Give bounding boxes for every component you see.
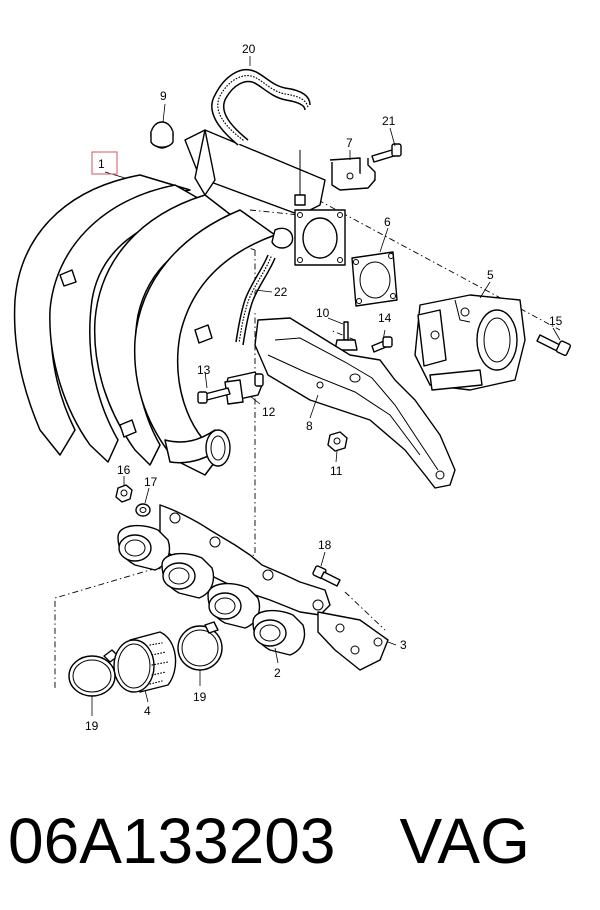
- callout-1: 1: [98, 157, 105, 171]
- callout-22: 22: [274, 285, 288, 299]
- exploded-parts-diagram: 1 9 20 7 21 6 5 15 14 10 22 13 12 8 11 1…: [13, 42, 572, 733]
- bolt-upper: [371, 143, 402, 163]
- small-pipe: [235, 254, 276, 346]
- callout-3: 3: [400, 638, 407, 652]
- leader-lines: [91, 56, 561, 716]
- bolt-18: [312, 565, 341, 587]
- callout-16: 16: [117, 463, 131, 477]
- callout-12: 12: [262, 405, 276, 419]
- callout-15: 15: [549, 314, 563, 328]
- part-number: 06A133203: [8, 805, 336, 877]
- callout-8: 8: [306, 419, 313, 433]
- callout-19-right: 19: [193, 690, 207, 704]
- bolt-14: [371, 336, 393, 353]
- callout-4: 4: [144, 704, 151, 718]
- hose-clamp-left: [68, 649, 119, 697]
- washer-17: [135, 503, 151, 517]
- stud-10: [334, 321, 358, 351]
- intake-manifold: [13, 129, 346, 476]
- stud: [294, 150, 306, 206]
- callout-5: 5: [487, 268, 494, 282]
- callout-19-left: 19: [85, 719, 99, 733]
- cap: [150, 121, 174, 149]
- callout-9: 9: [160, 89, 167, 103]
- callout-7: 7: [346, 136, 353, 150]
- support-bracket: [254, 317, 456, 489]
- callout-18: 18: [318, 538, 332, 552]
- rubber-connectors: [117, 524, 306, 656]
- callout-20: 20: [242, 42, 256, 56]
- bolt-13: [197, 387, 231, 404]
- callout-2: 2: [274, 666, 281, 680]
- callout-10: 10: [316, 306, 330, 320]
- highlight-box-1: [91, 151, 118, 175]
- brand-name: VAG: [399, 805, 530, 877]
- callout-11: 11: [330, 464, 343, 478]
- caption: 06A133203 VAG: [8, 802, 598, 880]
- nut-11: [327, 431, 348, 452]
- callout-14: 14: [378, 311, 392, 325]
- hose-clamp-right: [177, 621, 223, 671]
- sensor: [224, 371, 264, 405]
- throttle-gasket: [351, 251, 398, 307]
- bracket: [329, 157, 376, 191]
- callout-17: 17: [144, 475, 158, 489]
- vent-hose: [211, 68, 311, 146]
- bolt-throttle: [536, 334, 572, 357]
- callout-6: 6: [384, 215, 391, 229]
- sleeve: [113, 631, 177, 693]
- nut-16: [115, 484, 133, 503]
- callout-13: 13: [197, 363, 211, 377]
- callout-21: 21: [382, 114, 396, 128]
- throttle-body: [414, 294, 526, 391]
